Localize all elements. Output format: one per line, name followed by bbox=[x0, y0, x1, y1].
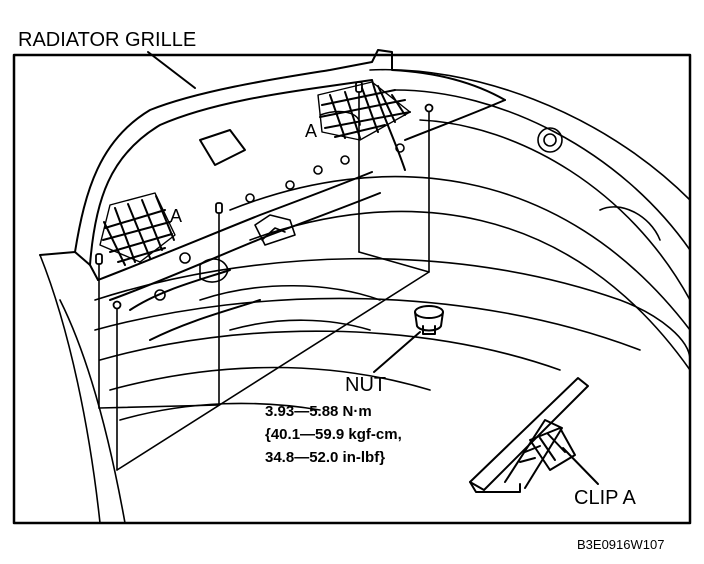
torque-line-2: {40.1—59.9 kgf-cm, bbox=[265, 426, 402, 443]
radiator-grille-leader bbox=[147, 51, 196, 89]
nut-label: NUT bbox=[345, 374, 387, 396]
torque-line-1: 3.93—5.88 N·m bbox=[265, 403, 372, 420]
nut-icon bbox=[414, 305, 444, 335]
radiator-grille-label: RADIATOR GRILLE bbox=[18, 29, 197, 51]
callout-a-right: A bbox=[305, 121, 318, 141]
grille-details bbox=[154, 110, 405, 301]
vehicle-body-lines bbox=[39, 68, 691, 524]
callout-a-left: A bbox=[170, 206, 183, 226]
figure-frame bbox=[12, 53, 692, 525]
hatch-area-right bbox=[317, 81, 411, 141]
nut-leader bbox=[373, 331, 421, 373]
clip-a-leader bbox=[562, 447, 599, 485]
clip-a-detail bbox=[469, 377, 589, 493]
torque-line-3: 34.8—52.0 in-lbf} bbox=[265, 449, 386, 466]
figure-code: B3E0916W107 bbox=[577, 537, 665, 552]
hatch-area-left bbox=[99, 192, 176, 266]
clip-a-label: CLIP A bbox=[574, 487, 636, 509]
assembly-guide-lines bbox=[98, 91, 430, 471]
